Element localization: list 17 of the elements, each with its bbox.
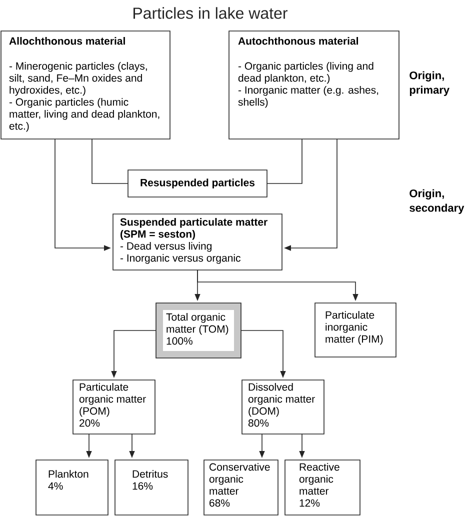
process-box: Resuspended particles — [128, 170, 268, 198]
row-label: Origin, secondary — [410, 189, 464, 214]
fraction-box: Conservative organic matter 68% — [204, 460, 278, 516]
matter-box: Particulate organic matter (POM) 20% — [72, 380, 156, 434]
row-label: Origin, primary — [410, 71, 450, 96]
matter-box: Dissolved organic matter (DOM) 80% — [242, 380, 324, 434]
connector-line — [266, 138, 302, 184]
material-box: Autochthonous material - Organic particles (living and dead plankton, etc.) - Inorganic matter (e.g. ashes, shells) — [228, 30, 400, 140]
fraction-box: Reactive organic matter 12% — [284, 460, 360, 516]
connector-line — [92, 138, 128, 184]
title: Particles in lake water — [134, 7, 288, 19]
fraction-box: Plankton 4% — [36, 460, 108, 516]
highlighted-box: Total organic matter (TOM) 100% — [156, 302, 242, 358]
material-box: Allochthonous material - Minerogenic particles (clays, silt, sand, Fe–Mn oxides and hydroxides, etc.) - Organic particles (humic matter, living and dead plankton, etc.) — [0, 30, 170, 140]
matter-box: Suspended particulate matter (SPM = seston) - Dead versus living - Inorganic versus organic — [112, 214, 282, 270]
matter-box: Particulate inorganic matter (PIM) — [314, 302, 396, 358]
fraction-box: Detritus 16% — [114, 460, 188, 516]
